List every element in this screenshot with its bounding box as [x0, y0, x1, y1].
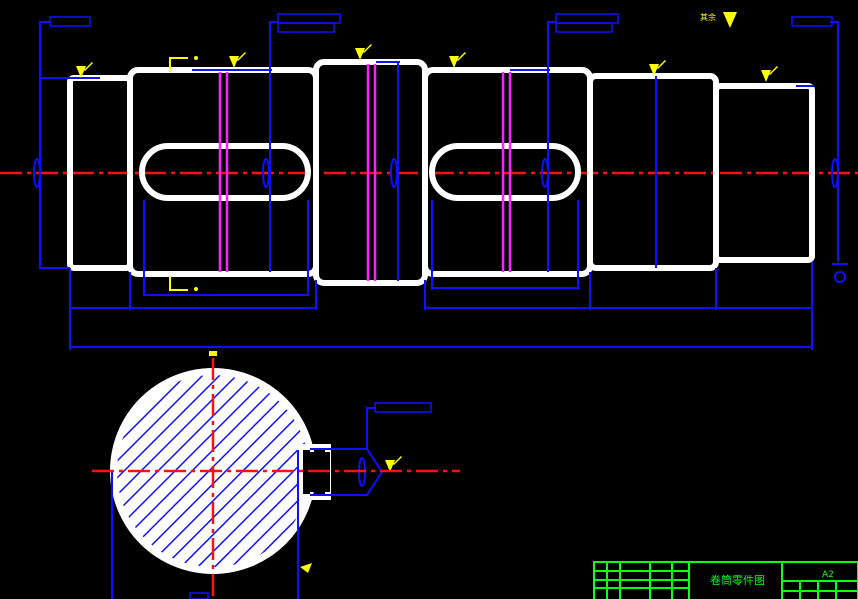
keyway-lines [218, 64, 512, 281]
keyway-slot-1 [139, 143, 311, 201]
datum-icon [300, 563, 312, 573]
section-view [92, 358, 460, 599]
drawing-name: 卷筒零件图 [710, 573, 765, 587]
roughness-note: 其余 [700, 12, 716, 22]
dimension-lines [33, 13, 848, 350]
section-arrow-icon [169, 56, 217, 356]
sheet-size: A2 [822, 570, 834, 580]
surface-roughness-icon [76, 12, 778, 472]
keyway-slot-2 [429, 143, 581, 201]
title-block [593, 561, 858, 599]
